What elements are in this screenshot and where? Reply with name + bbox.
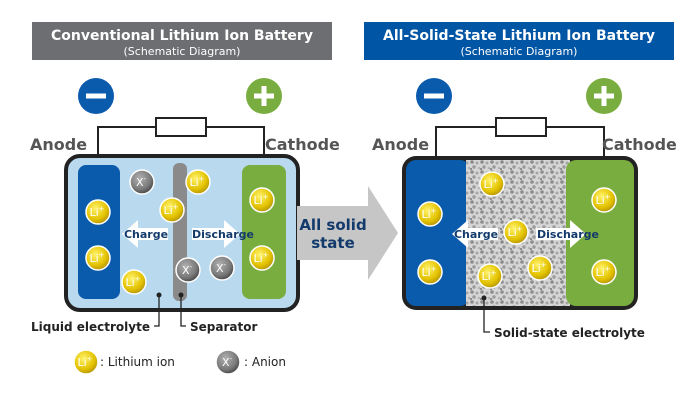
anion-symbol: X- xyxy=(216,261,227,275)
lithium-ion: Li+ xyxy=(591,187,617,213)
left-lithium-ions: Li+Li+Li+Li+Li+Li+Li+ xyxy=(85,169,275,295)
legend: Li+ : Lithium ion X- : Anion xyxy=(73,349,286,375)
solid-electrolyte-label: Solid-state electrolyte xyxy=(494,326,645,340)
left-separator-dot xyxy=(178,292,184,298)
left-cathode-label: Cathode xyxy=(265,135,340,154)
left-subtitle: (Schematic Diagram) xyxy=(124,45,241,58)
lithium-ion: Li+ xyxy=(121,269,147,295)
right-anode-label: Anode xyxy=(372,135,429,154)
center-arrow: All solid state xyxy=(297,186,398,280)
lithium-ion: Li+ xyxy=(249,187,275,213)
anion: X- xyxy=(129,169,155,195)
right-positive-terminal-icon xyxy=(586,78,622,114)
left-charge-arrow xyxy=(122,220,168,248)
left-positive-terminal-icon xyxy=(246,78,282,114)
left-anions: X- X- X- xyxy=(129,169,235,283)
left-anode xyxy=(78,165,120,299)
right-panel: All-Solid-State Lithium Ion Battery (Sch… xyxy=(364,22,677,340)
right-charge-label: Charge xyxy=(454,228,498,241)
left-title: Conventional Lithium Ion Battery xyxy=(51,28,313,44)
lithium-ion: Li+ xyxy=(591,259,617,285)
lithium-ion: Li+ xyxy=(477,263,503,289)
right-cathode xyxy=(566,160,634,306)
anion: X- xyxy=(215,349,241,375)
center-arrow-shape xyxy=(297,186,398,280)
lithium-ion: Li+ xyxy=(159,197,185,223)
right-title-bar xyxy=(364,22,674,60)
right-title: All-Solid-State Lithium Ion Battery xyxy=(383,28,655,44)
liquid-electrolyte-label: Liquid electrolyte xyxy=(31,320,150,334)
right-electrolyte-dot xyxy=(481,295,487,301)
anion: X- xyxy=(175,257,201,283)
lithium-ion: Li+ xyxy=(73,349,99,375)
left-charge-label: Charge xyxy=(124,228,168,241)
right-subtitle: (Schematic Diagram) xyxy=(461,45,578,58)
left-title-bar xyxy=(32,22,332,60)
separator-label: Separator xyxy=(190,320,257,334)
right-resistor xyxy=(495,117,547,137)
left-discharge-label: Discharge xyxy=(192,228,254,241)
anion-symbol: X- xyxy=(182,263,193,277)
right-charge-arrow xyxy=(452,220,498,248)
lithium-ion: Li+ xyxy=(185,169,211,195)
lithium-ion: Li+ xyxy=(527,255,553,281)
anion-symbol: X- xyxy=(136,175,147,189)
legend-anion-icon: X- xyxy=(215,349,241,375)
anion-symbol: X- xyxy=(222,355,233,369)
center-arrow-line2: state xyxy=(311,234,355,252)
lithium-ion: Li+ xyxy=(417,201,443,227)
lithium-ion: Li+ xyxy=(503,219,529,245)
legend-lithium-icon: Li+ xyxy=(73,349,99,375)
legend-anion-label: : Anion xyxy=(244,355,286,369)
right-cathode-label: Cathode xyxy=(602,135,677,154)
lithium-ion: Li+ xyxy=(249,245,275,271)
lithium-ion: Li+ xyxy=(85,199,111,225)
left-discharge-arrow xyxy=(192,220,240,248)
lithium-ion: Li+ xyxy=(479,171,505,197)
left-resistor xyxy=(155,117,207,137)
right-lithium-ions: Li+Li+Li+Li+Li+Li+Li+Li+ xyxy=(417,171,617,289)
anion: X- xyxy=(209,255,235,281)
center-arrow-line1: All solid xyxy=(299,216,366,234)
right-discharge-label: Discharge xyxy=(537,228,599,241)
lithium-ion: Li+ xyxy=(417,259,443,285)
right-negative-terminal-icon xyxy=(416,78,452,114)
left-electrolyte-dot xyxy=(156,292,162,298)
right-discharge-arrow xyxy=(536,220,586,248)
legend-lithium-label: : Lithium ion xyxy=(100,355,175,369)
left-separator-leader xyxy=(180,297,186,327)
left-electrolyte-leader xyxy=(154,297,160,327)
lithium-ion: Li+ xyxy=(85,245,111,271)
left-anode-label: Anode xyxy=(30,135,87,154)
left-panel: Conventional Lithium Ion Battery (Schema… xyxy=(30,22,340,334)
left-negative-terminal-icon xyxy=(78,78,114,114)
right-electrolyte-leader xyxy=(483,300,490,333)
